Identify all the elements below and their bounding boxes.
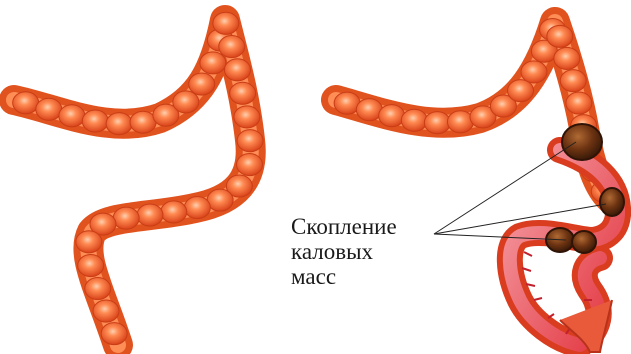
haustrum-bulge [213,12,239,34]
haustrum-bulge [237,154,263,176]
haustrum-bulge [184,196,210,218]
haustrum-bulge [521,61,547,83]
haustrum-bulge [237,130,263,152]
haustrum-bulge [113,207,139,229]
haustrum-bulge [508,80,534,102]
haustrum-bulge [554,47,580,69]
impacted-colon [334,19,624,352]
haustrum-bulge [219,35,245,57]
label-line-1: Скопление [291,214,397,239]
fecal-mass-4 [572,231,596,253]
haustrum-bulge [401,109,427,131]
haustrum-bulge [560,70,586,92]
haustrum-bulge [161,201,187,223]
haustrum-bulge [82,110,108,132]
haustrum-bulge [76,231,102,253]
haustrum-bulge [200,52,226,74]
label-line-3: масс [291,264,397,289]
fecal-mass-2 [600,188,624,216]
fecal-mass-1 [562,124,602,160]
haustrum-bulge [230,82,256,104]
label-line-2: каловых [291,239,397,264]
haustrum-bulge [189,73,215,95]
haustrum-bulge [93,300,119,322]
haustrum-bulge [106,113,132,135]
haustrum-bulge [85,277,111,299]
healthy-colon [13,12,263,345]
haustrum-bulge [36,98,62,120]
fecal-accumulation-label: Скопление каловых масс [291,214,397,289]
haustrum-bulge [173,91,199,113]
haustrum-bulge [137,204,163,226]
haustrum-bulge [78,255,104,277]
haustrum-bulge [447,111,473,133]
haustrum-bulge [424,112,450,134]
haustrum-bulge [234,106,260,128]
pointer-line-1 [434,142,576,234]
haustrum-bulge [101,323,127,345]
haustrum-bulge [547,25,573,47]
haustrum-bulge [130,111,156,133]
haustrum-bulge [224,59,250,81]
haustrum-bulge [13,92,39,114]
healthy-haustra [13,12,263,344]
haustrum-bulge [59,105,85,127]
haustrum-bulge [379,105,405,127]
haustrum-bulge [207,189,233,211]
haustrum-bulge [566,92,592,114]
